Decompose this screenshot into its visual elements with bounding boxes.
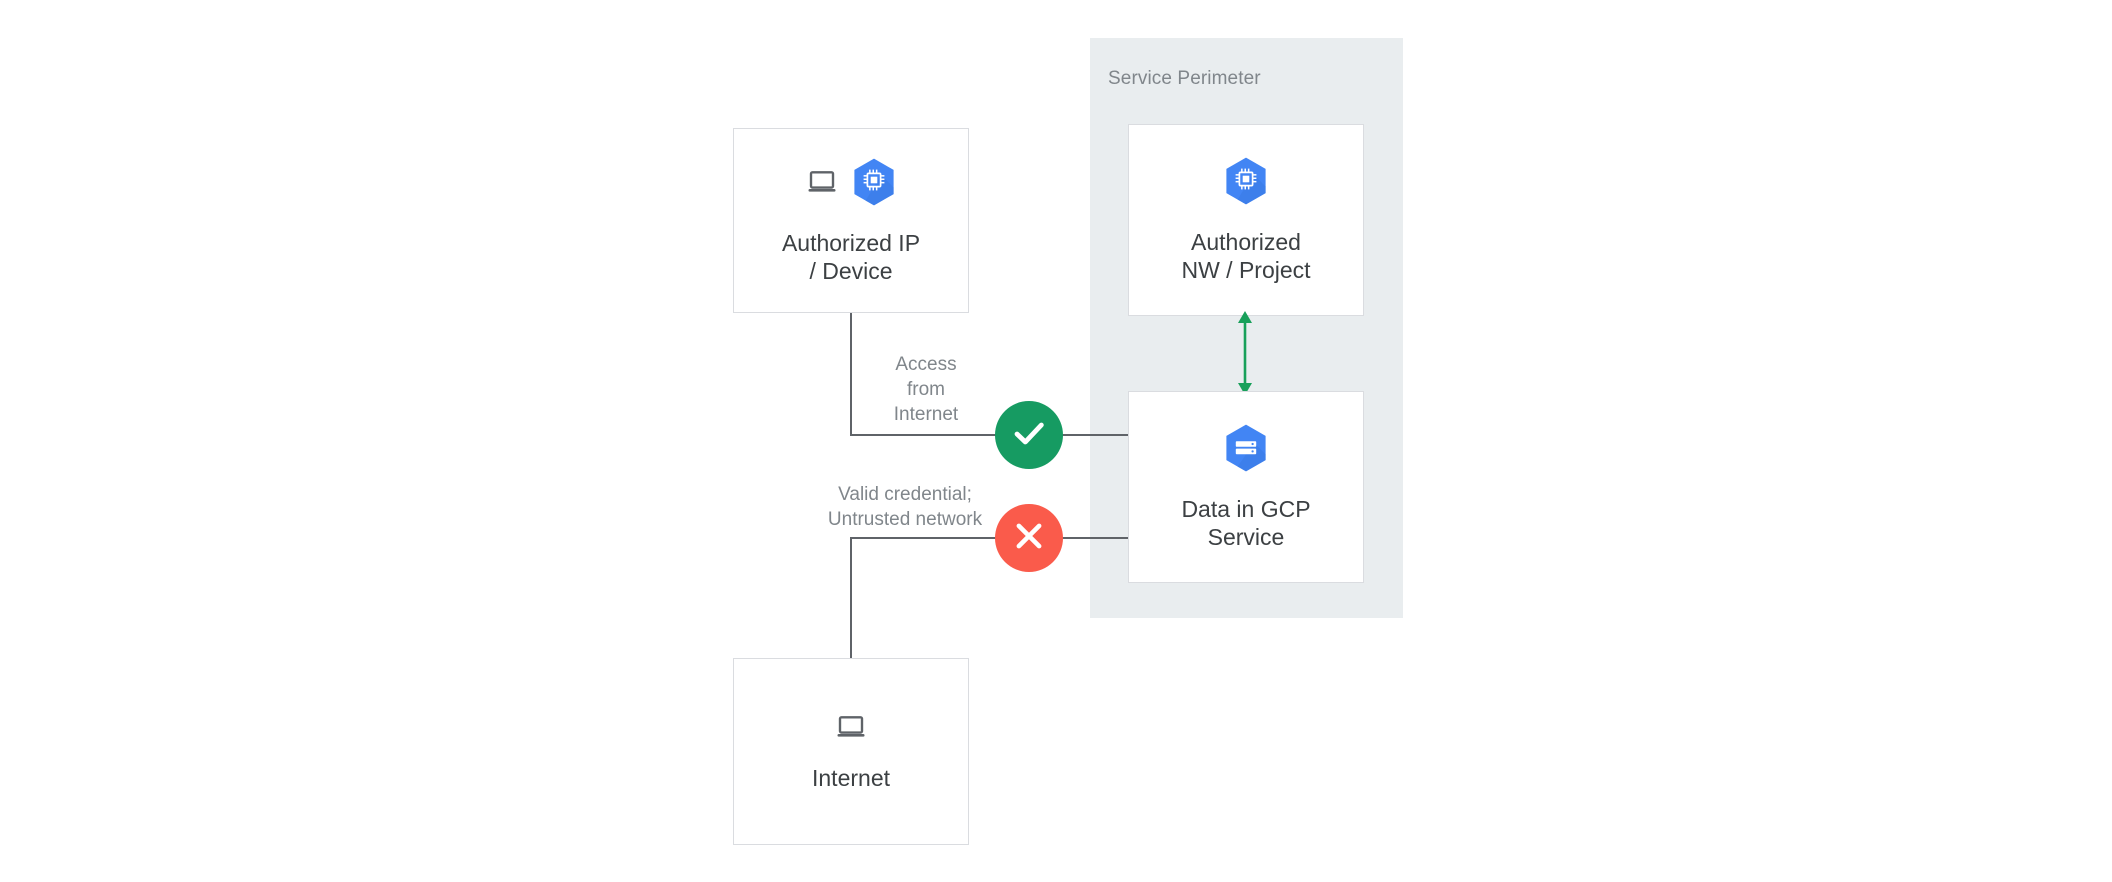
edge-caption-allowed: Access from Internet [893,354,959,425]
service-perimeter-label: Service Perimeter [1108,68,1261,89]
node-label: Authorized NW / Project [1181,229,1311,283]
double-arrow-vertical-icon [1230,310,1260,396]
node-authorized-nw-project[interactable]: Authorized NW / Project [1128,124,1364,316]
node-label: Authorized IP / Device [781,229,921,284]
node-data-in-gcp-service[interactable]: Data in GCP Service [1128,391,1364,583]
node-label: Internet [812,764,890,791]
connector-line-denied-vertical [850,537,852,659]
storage-hexagon-icon [1223,423,1269,473]
check-icon [1009,413,1049,458]
node-icon-group [1223,423,1269,473]
node-internet[interactable]: Internet [733,658,969,845]
node-icon-group [834,712,868,742]
laptop-icon [834,712,868,742]
edge-caption-denied: Valid credential; Untrusted network [827,484,983,530]
status-badge-allowed[interactable] [995,401,1063,469]
laptop-icon [805,167,839,197]
compute-hexagon-icon [1223,156,1269,206]
close-icon [1010,517,1048,560]
status-badge-denied[interactable] [995,504,1063,572]
node-icon-group [1223,156,1269,206]
node-authorized-ip-device[interactable]: Authorized IP / Device [733,128,969,313]
node-label: Data in GCP Service [1181,496,1311,550]
compute-hexagon-icon [851,157,897,207]
connector-line-allowed-vertical [850,313,852,436]
node-icon-group [805,157,897,207]
